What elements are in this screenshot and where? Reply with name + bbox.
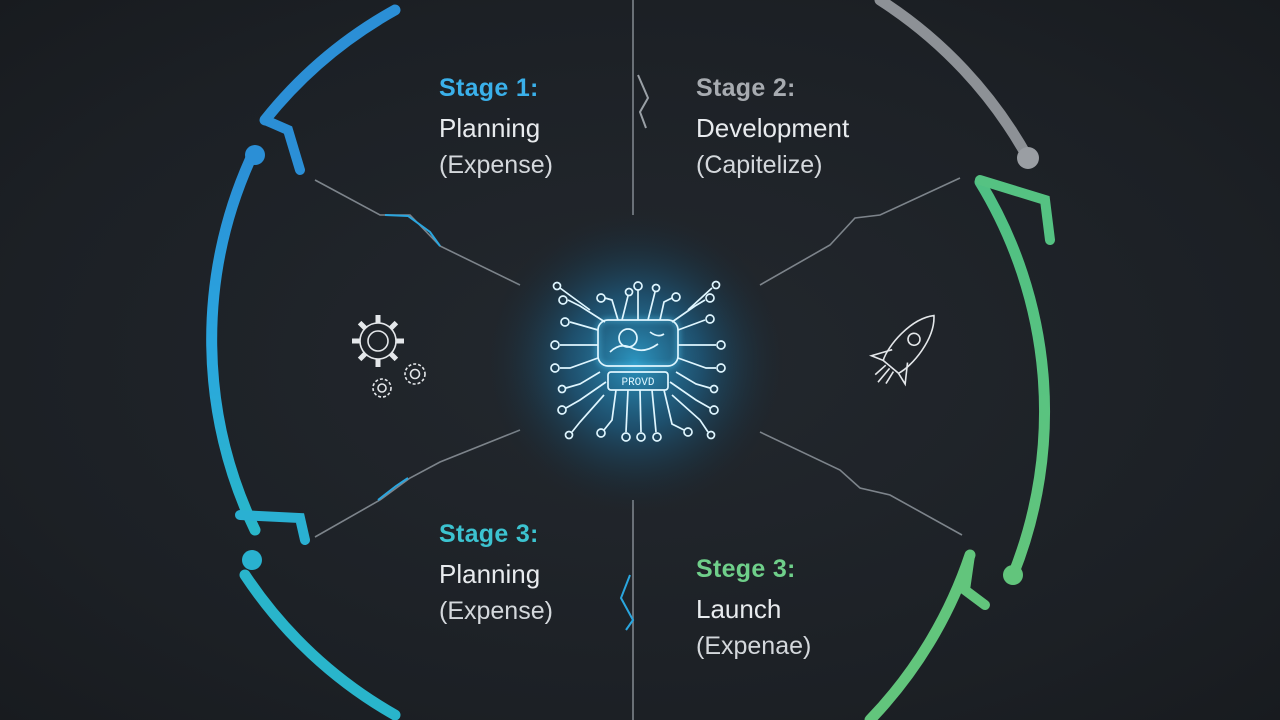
stage-3-launch-block: Stege 3: Launch (Expenae)	[696, 557, 811, 659]
gear-large-icon	[352, 315, 404, 367]
stage-2-kind: (Capitelize)	[696, 151, 823, 179]
stage-3-launch-number: Stege 3:	[696, 555, 796, 583]
stage-3-planning-kind: (Expense)	[439, 597, 553, 625]
divider-diag-bottom-right	[759, 431, 963, 536]
divider-diag-top-left	[314, 179, 521, 286]
ring-arc-top-right	[874, 0, 1034, 164]
divider-lines	[314, 0, 963, 720]
outer-ring	[206, 0, 1055, 720]
divider-diag-bottom-left	[314, 429, 521, 538]
ring-arc-top-left	[259, 4, 401, 126]
stage-1-kind: (Expense)	[439, 151, 553, 179]
center-glow	[485, 212, 785, 512]
stage-2-name: Development	[696, 113, 850, 143]
stage-3-planning-number: Stage 3:	[439, 520, 539, 548]
stage-3-launch-name: Launch	[696, 594, 782, 624]
stage-1-block: Stage 1: Planning (Expense)	[439, 76, 553, 178]
kink-top-left	[384, 214, 441, 247]
accent-kinks	[377, 74, 650, 631]
stage-1-number: Stage 1:	[439, 74, 539, 102]
ring-dot-top-left	[245, 145, 265, 165]
ring-dot-bottom-right	[1003, 565, 1023, 585]
stage-3-planning-block: Stage 3: Planning (Expense)	[439, 522, 553, 624]
ring-hook-top-left	[260, 115, 305, 175]
gear-small-icon-b	[404, 363, 426, 385]
kink-bottom-left	[377, 477, 409, 501]
ring-arc-bottom-right	[864, 549, 976, 720]
stage-1-name: Planning	[439, 113, 541, 143]
kink-center-bottom	[619, 574, 635, 631]
ring-end-dots	[242, 145, 1039, 585]
ring-hook-bottom-right	[959, 550, 990, 610]
ring-dot-top-right	[1017, 147, 1039, 169]
ring-dot-bottom-left	[242, 550, 262, 570]
ring-hook-bottom-left	[235, 510, 310, 545]
ring-arc-bottom-left	[239, 569, 401, 720]
gear-small-icon-a	[372, 378, 392, 398]
ring-arc-left	[206, 154, 261, 536]
kink-center-top	[637, 74, 650, 129]
center-chip-label: PROVD	[621, 377, 654, 389]
ring-arc-right	[974, 176, 1051, 581]
gears-icon	[352, 315, 426, 398]
stage-2-block: Stage 2: Development (Capitelize)	[696, 76, 849, 178]
rocket-icon	[868, 314, 935, 387]
ring-hook-top-right	[975, 175, 1055, 245]
divider-diag-top-right	[759, 177, 961, 286]
stage-3-launch-kind: (Expenae)	[696, 632, 812, 660]
ai-brain-chip-icon	[550, 280, 726, 442]
stage-2-number: Stage 2:	[696, 74, 796, 102]
stage-3-planning-name: Planning	[439, 559, 541, 589]
